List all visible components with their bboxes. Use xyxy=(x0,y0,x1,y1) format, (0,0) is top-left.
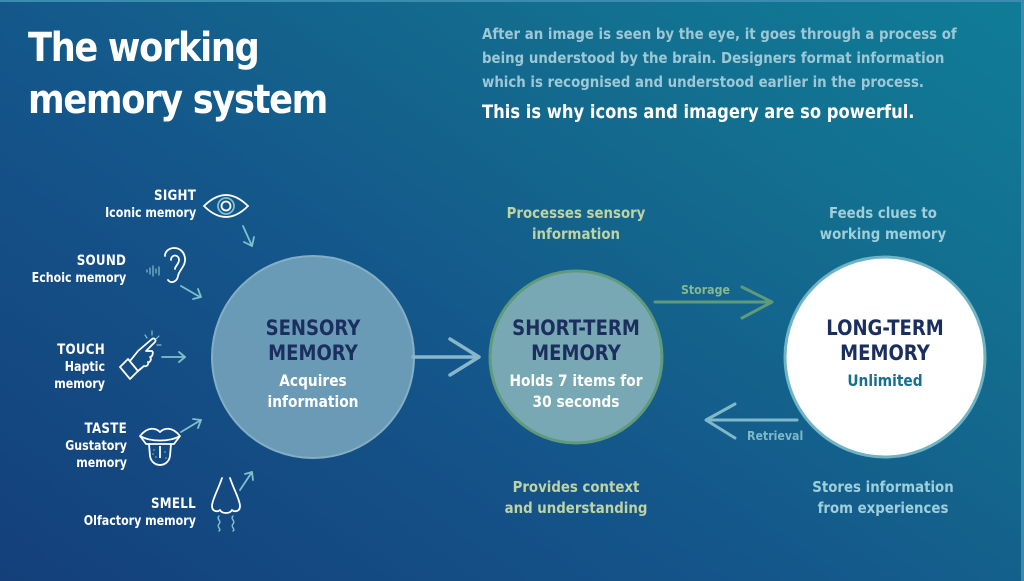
sensory-heading-2: MEMORY xyxy=(268,341,358,365)
retrieval-arrow xyxy=(704,402,799,440)
long-term-description: Unlimited xyxy=(847,371,923,390)
sense-name: SIGHT xyxy=(153,188,196,204)
sense-touch: TOUCH Haptic memory xyxy=(16,342,105,393)
short-term-heading-2: MEMORY xyxy=(531,341,621,365)
note-line: and understanding xyxy=(504,499,648,517)
long-term-memory-circle xyxy=(783,255,987,459)
sense-memory: Echoic memory xyxy=(31,271,126,286)
sensory-to-short-term-arrow xyxy=(411,337,481,377)
top-border xyxy=(0,0,1024,2)
intro-lead: This is why icons and imagery are so pow… xyxy=(482,101,915,123)
sense-name: SOUND xyxy=(76,253,126,269)
smell-arrow xyxy=(239,471,254,491)
short-term-note-bottom: Provides context and understanding xyxy=(490,477,662,519)
sensory-memory-label: SENSORY MEMORY Acquires information xyxy=(227,316,399,412)
sense-name: SMELL xyxy=(151,496,196,512)
storage-label: Storage xyxy=(681,282,730,297)
sense-memory: Gustatory memory xyxy=(65,439,127,471)
sensory-body-1: Acquires xyxy=(279,371,347,390)
note-line: Feeds clues to xyxy=(829,204,937,222)
short-term-body-2: 30 seconds xyxy=(532,392,620,411)
short-term-heading-1: SHORT-TERM xyxy=(512,316,640,340)
intro-block: After an image is seen by the eye, it go… xyxy=(482,22,964,125)
short-term-note-top: Processes sensory information xyxy=(490,203,662,245)
right-border xyxy=(1021,0,1024,581)
sense-smell: SMELL Olfactory memory xyxy=(84,496,196,530)
sensory-body-2: information xyxy=(267,392,359,411)
sense-memory: Iconic memory xyxy=(104,206,196,221)
long-term-heading-1: LONG-TERM xyxy=(826,316,944,340)
long-term-memory-label: LONG-TERM MEMORY Unlimited xyxy=(799,316,971,391)
retrieval-label: Retrieval xyxy=(747,428,804,443)
page-title: The working memory system xyxy=(28,22,328,126)
sight-arrow xyxy=(242,225,255,247)
sensory-description: Acquires information xyxy=(227,370,399,412)
nose-icon xyxy=(211,477,241,532)
short-term-memory-circle xyxy=(488,269,664,445)
intro-text: After an image is seen by the eye, it go… xyxy=(482,25,957,91)
note-line: working memory xyxy=(819,225,947,243)
long-term-note-top: Feeds clues to working memory xyxy=(797,203,969,245)
note-line: from experiences xyxy=(817,499,949,517)
pointing-hand-icon xyxy=(119,330,162,380)
eye-icon xyxy=(202,194,250,218)
short-term-description: Holds 7 items for 30 seconds xyxy=(490,370,662,412)
sense-memory: Olfactory memory xyxy=(83,514,196,529)
note-line: Processes sensory xyxy=(506,204,646,222)
sense-name: TASTE xyxy=(84,421,127,437)
touch-arrow xyxy=(161,351,186,363)
short-term-body-1: Holds 7 items for xyxy=(509,371,643,390)
sound-arrow xyxy=(180,285,202,300)
title-line-2: memory system xyxy=(28,77,328,123)
sensory-heading-1: SENSORY xyxy=(265,316,361,340)
sense-memory: Haptic memory xyxy=(54,360,105,392)
long-term-heading-2: MEMORY xyxy=(840,341,930,365)
storage-arrow xyxy=(653,285,774,320)
tongue-icon xyxy=(139,427,181,466)
sense-sound: SOUND Echoic memory xyxy=(31,253,126,287)
sense-name: TOUCH xyxy=(57,342,105,358)
long-term-note-bottom: Stores information from experiences xyxy=(797,477,969,519)
note-line: Stores information xyxy=(812,478,954,496)
sense-sight: SIGHT Iconic memory xyxy=(105,188,196,222)
note-line: Provides context xyxy=(512,478,640,496)
short-term-memory-label: SHORT-TERM MEMORY Holds 7 items for 30 s… xyxy=(490,316,662,412)
sense-taste: TASTE Gustatory memory xyxy=(19,421,127,472)
ear-icon xyxy=(146,247,186,283)
taste-arrow xyxy=(180,418,202,433)
title-line-1: The working xyxy=(28,25,260,71)
note-line: information xyxy=(531,225,621,243)
